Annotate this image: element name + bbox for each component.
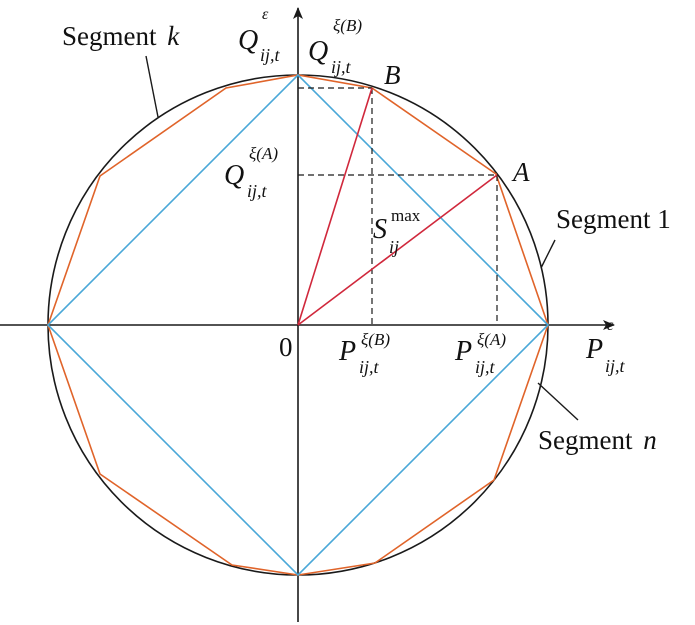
vector-to-a <box>297 174 498 326</box>
label-segment-1: Segment 1 <box>556 204 671 234</box>
svg-text:Q: Q <box>224 160 244 191</box>
svg-text:ij,t: ij,t <box>475 357 496 377</box>
q-axis-label: Q ij,t ε <box>238 6 281 65</box>
svg-text:ε: ε <box>607 317 614 334</box>
q-a-label: Q ij,t ξ(A) <box>224 144 278 201</box>
point-b-label: B <box>384 60 401 90</box>
leader-segment-k <box>145 55 159 118</box>
p-axis-label: P ij,t ε <box>585 317 626 376</box>
svg-text:S: S <box>373 214 387 245</box>
svg-text:ij,t: ij,t <box>260 45 281 65</box>
svg-text:ij,t: ij,t <box>331 57 352 77</box>
point-a-label: A <box>511 157 530 187</box>
svg-text:ij: ij <box>389 237 399 257</box>
origin-label: 0 <box>279 332 293 362</box>
svg-text:ξ(B): ξ(B) <box>333 16 362 35</box>
svg-text:P: P <box>338 336 356 367</box>
label-segment-n: Segment n <box>538 425 657 455</box>
svg-text:ij,t: ij,t <box>605 356 626 376</box>
svg-text:P: P <box>585 334 603 365</box>
s-max-label: S ij max <box>373 206 421 257</box>
svg-text:Q: Q <box>308 36 328 67</box>
leader-segment-1 <box>540 239 556 269</box>
svg-text:max: max <box>391 206 421 225</box>
svg-text:ξ(A): ξ(A) <box>249 144 278 163</box>
svg-text:Q: Q <box>238 25 258 56</box>
svg-text:ξ(A): ξ(A) <box>477 330 506 349</box>
q-b-label: Q ij,t ξ(B) <box>308 16 362 77</box>
leader-segment-n <box>537 382 579 421</box>
svg-text:ξ(B): ξ(B) <box>361 330 390 349</box>
square-approximation <box>46 73 550 577</box>
projection-guides <box>298 87 498 325</box>
vector-to-b <box>297 87 373 326</box>
svg-text:P: P <box>454 336 472 367</box>
svg-text:ε: ε <box>262 6 269 23</box>
svg-text:ij,t: ij,t <box>247 181 268 201</box>
svg-text:ij,t: ij,t <box>359 357 380 377</box>
p-b-label: P ij,t ξ(B) <box>338 330 390 377</box>
label-segment-k: Segment k <box>62 21 180 51</box>
p-a-label: P ij,t ξ(A) <box>454 330 506 377</box>
